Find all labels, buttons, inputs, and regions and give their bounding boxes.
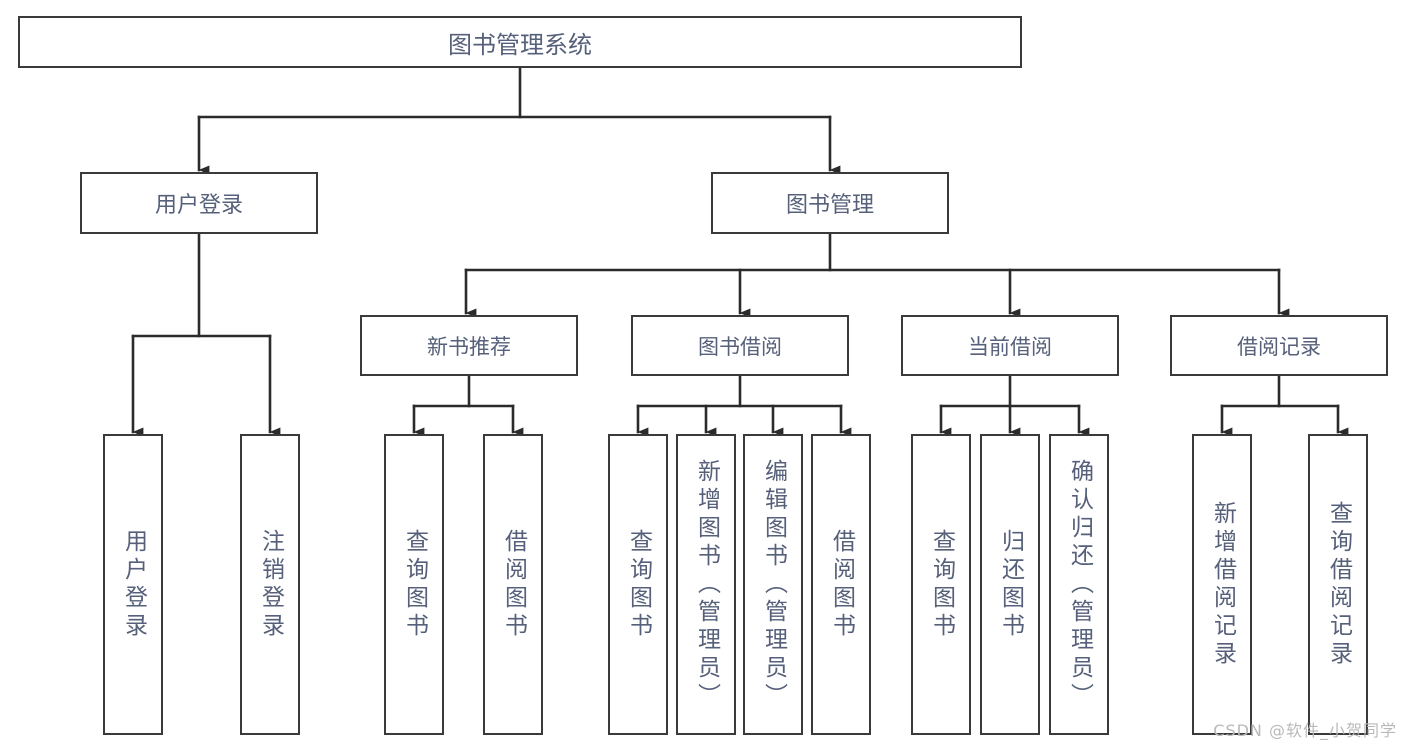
leaf-record-query[interactable]: 查询借阅记录: [1308, 434, 1368, 735]
node-label: 借阅记录: [1237, 334, 1321, 359]
leaf-new-book-borrow[interactable]: 借阅图书: [483, 434, 543, 735]
leaf-borrow-query-book[interactable]: 查询图书: [608, 434, 668, 735]
node-label: 用户登录: [120, 528, 147, 641]
csdn-watermark: CSDN @软件_小贺同学: [1213, 721, 1397, 740]
node-label: 新增图书（管理员）: [693, 458, 720, 711]
node-label: 借阅图书: [828, 528, 855, 641]
node-label: 图书管理系统: [448, 30, 592, 59]
node-label: 新书推荐: [427, 334, 511, 359]
node-borrow-record[interactable]: 借阅记录: [1170, 315, 1388, 376]
leaf-new-book-query[interactable]: 查询图书: [384, 434, 444, 735]
node-label: 查询图书: [625, 528, 652, 641]
leaf-borrow-add-book-admin[interactable]: 新增图书（管理员）: [676, 434, 736, 735]
node-label: 查询借阅记录: [1325, 500, 1352, 669]
leaf-borrow-borrow-book[interactable]: 借阅图书: [811, 434, 871, 735]
node-label: 借阅图书: [500, 528, 527, 641]
leaf-current-query-book[interactable]: 查询图书: [911, 434, 971, 735]
leaf-current-confirm-return-admin[interactable]: 确认归还（管理员）: [1049, 434, 1109, 735]
node-label: 图书管理: [785, 193, 874, 218]
node-label: 用户登录: [154, 193, 243, 218]
node-label: 查询图书: [401, 528, 428, 641]
node-label: 新增借阅记录: [1209, 500, 1236, 669]
node-label: 注销登录: [257, 528, 284, 641]
node-label: 归还图书: [997, 528, 1024, 641]
leaf-user-login[interactable]: 用户登录: [103, 434, 163, 735]
node-label: 图书借阅: [698, 334, 782, 359]
node-label: 当前借阅: [968, 334, 1052, 359]
node-label: 查询图书: [928, 528, 955, 641]
node-root-book-management-system[interactable]: 图书管理系统: [18, 16, 1022, 68]
node-new-book-recommend[interactable]: 新书推荐: [360, 315, 578, 376]
leaf-current-return-book[interactable]: 归还图书: [980, 434, 1040, 735]
node-user-login[interactable]: 用户登录: [80, 172, 318, 234]
node-label: 编辑图书（管理员）: [760, 458, 787, 711]
leaf-record-add[interactable]: 新增借阅记录: [1192, 434, 1252, 735]
node-book-borrow[interactable]: 图书借阅: [631, 315, 849, 376]
node-book-management[interactable]: 图书管理: [711, 172, 949, 234]
node-label: 确认归还（管理员）: [1066, 458, 1093, 711]
leaf-user-logout[interactable]: 注销登录: [240, 434, 300, 735]
node-current-borrow[interactable]: 当前借阅: [901, 315, 1119, 376]
leaf-borrow-edit-book-admin[interactable]: 编辑图书（管理员）: [743, 434, 803, 735]
